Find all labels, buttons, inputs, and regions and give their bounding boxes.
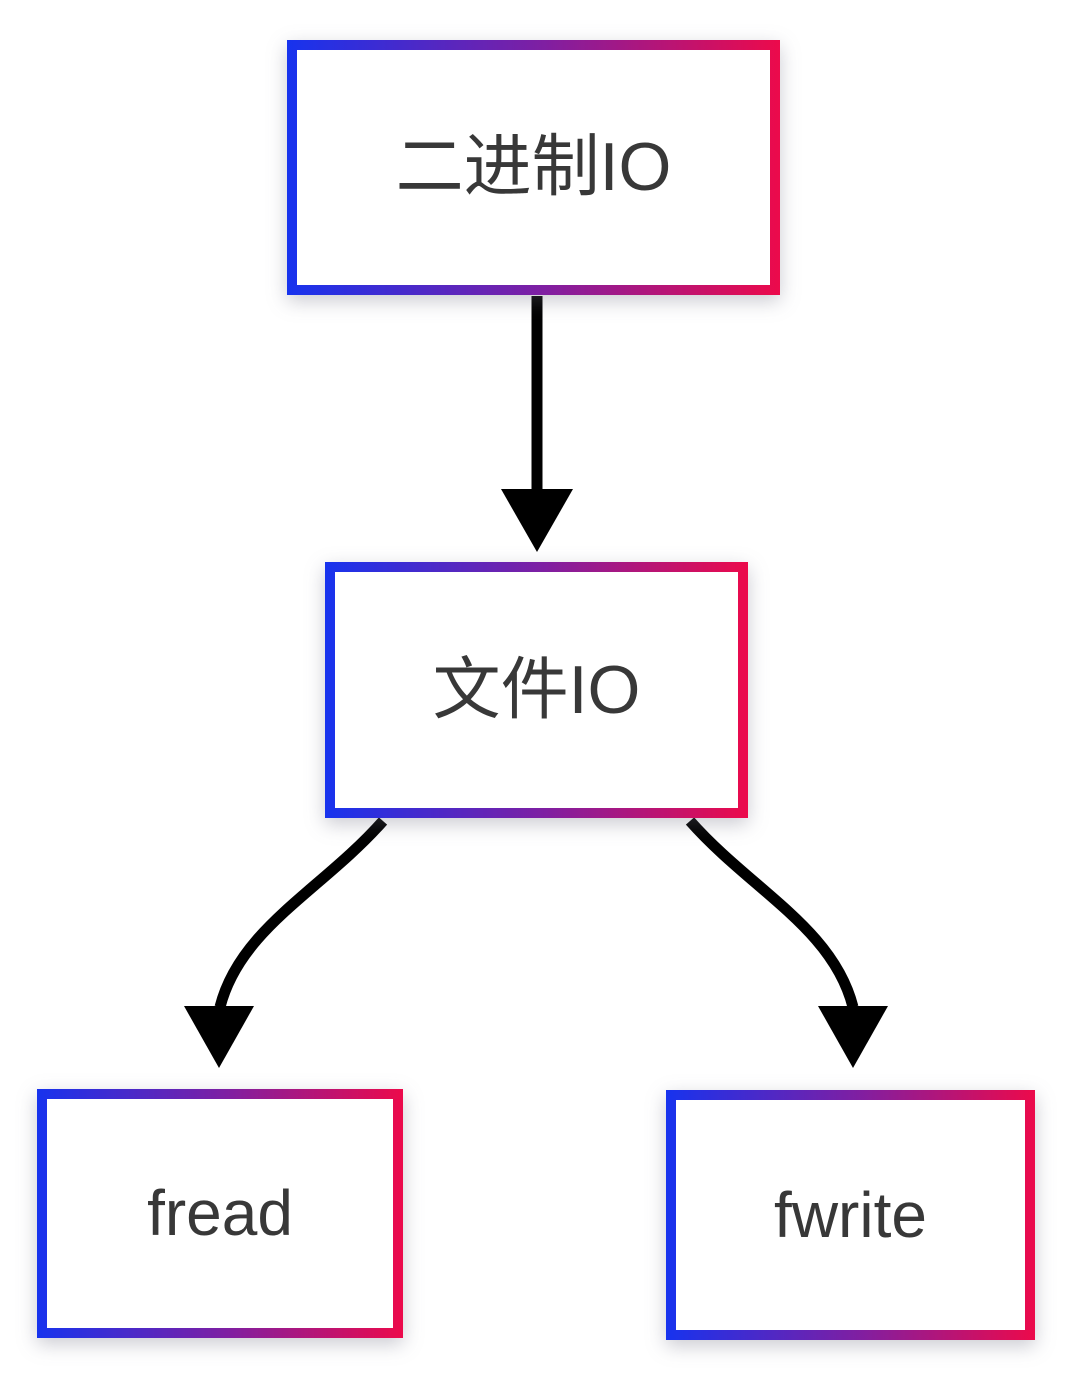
node-binary-io-label: 二进制IO <box>395 129 672 206</box>
node-binary-io: 二进制IO <box>287 40 780 295</box>
node-file-io-label: 文件IO <box>432 651 641 728</box>
arrowhead-icon <box>501 489 573 552</box>
arrowhead-icon <box>184 1006 254 1068</box>
edge-binary-io-to-file-io <box>501 296 573 552</box>
edge-line <box>685 817 859 1009</box>
node-fwrite-label: fwrite <box>774 1178 927 1251</box>
node-fwrite: fwrite <box>666 1090 1035 1340</box>
node-file-io: 文件IO <box>325 562 748 818</box>
edge-line <box>214 817 388 1009</box>
edge-file-io-to-fread <box>184 817 388 1068</box>
edge-file-io-to-fwrite <box>685 817 888 1068</box>
node-fread: fread <box>37 1089 403 1338</box>
node-fread-label: fread <box>147 1177 293 1250</box>
arrowhead-icon <box>818 1006 888 1068</box>
